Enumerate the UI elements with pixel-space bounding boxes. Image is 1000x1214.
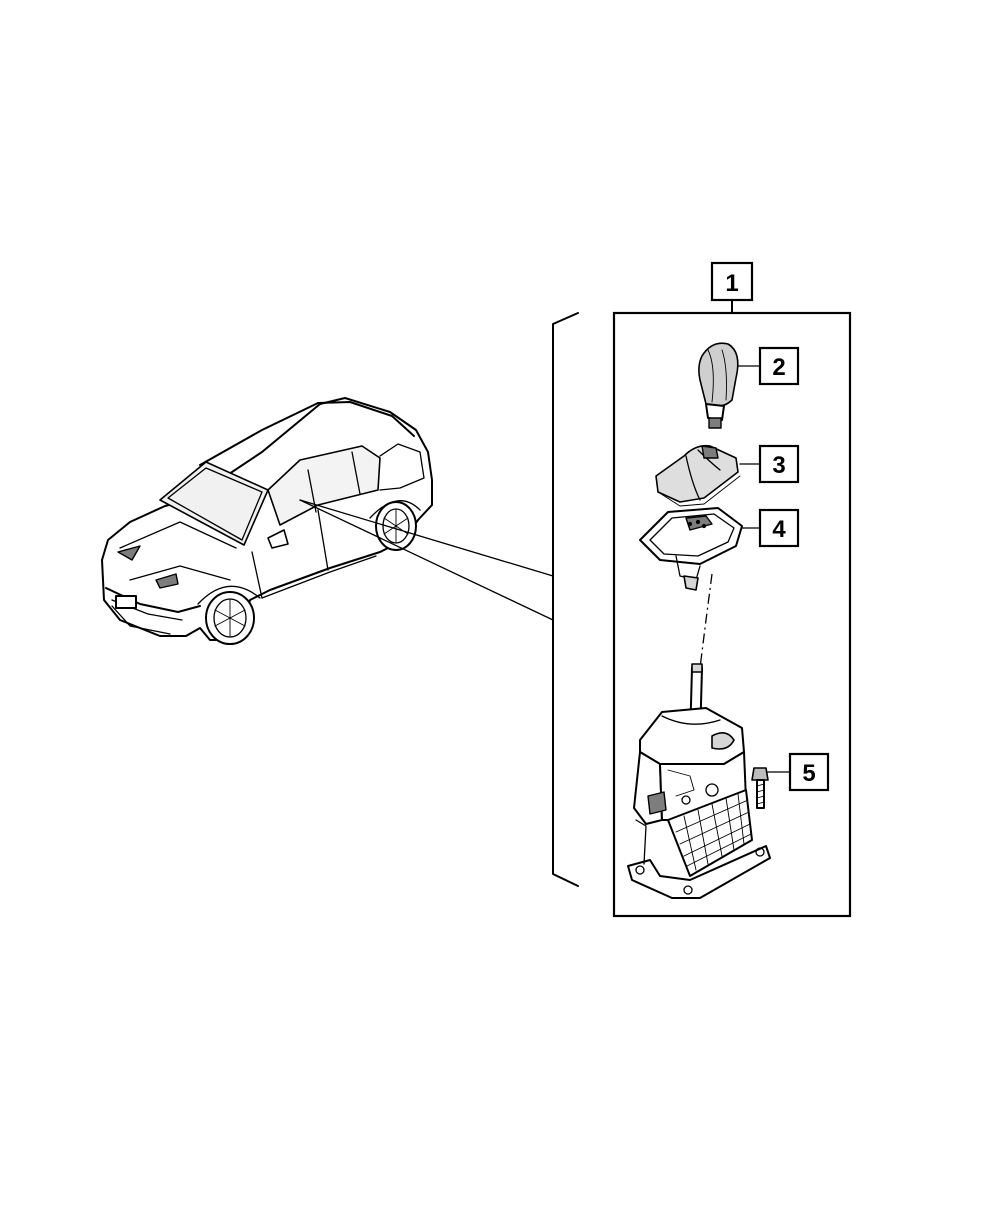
shifter-mechanism-illustration: [627, 663, 771, 899]
vehicle-illustration: [101, 397, 433, 645]
leader-lines: [299, 499, 554, 621]
shift-knob-illustration: [698, 342, 739, 429]
callout-4: 4: [741, 508, 800, 548]
bezel-frame-illustration: [639, 507, 743, 591]
bolt-illustration: [751, 767, 769, 809]
callout-1-label: 1: [725, 270, 738, 297]
callout-1: 1: [710, 261, 754, 314]
callout-4-label: 4: [772, 516, 786, 543]
callout-5-label: 5: [802, 760, 815, 787]
callout-5: 5: [767, 752, 830, 792]
callout-3-label: 3: [772, 452, 785, 479]
shift-boot-illustration: [655, 444, 741, 507]
callout-3: 3: [739, 444, 800, 484]
callout-2: 2: [737, 346, 800, 386]
alignment-line: [699, 573, 713, 669]
callout-2-label: 2: [772, 354, 785, 381]
view-bracket: [552, 312, 579, 887]
